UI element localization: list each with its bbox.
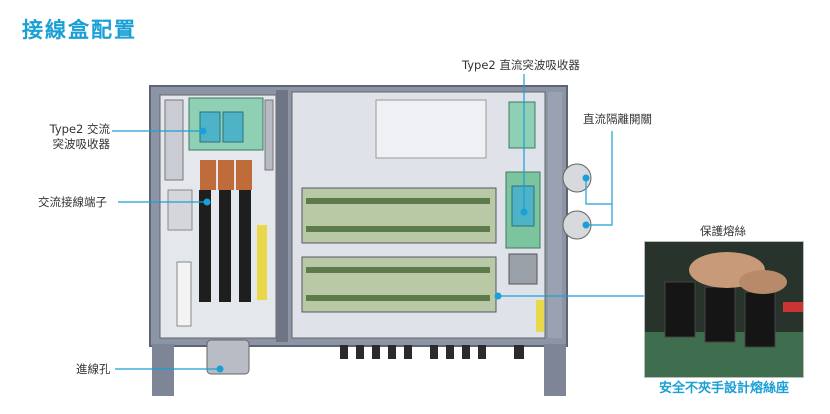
cabinet-foot-left xyxy=(152,344,174,396)
fuse-label: 保護熔絲 xyxy=(700,224,746,238)
fuse-holder-illustration xyxy=(645,242,803,377)
ac-cable-3 xyxy=(239,190,251,302)
fuse-holder-photo xyxy=(644,241,804,378)
ac-cable-1 xyxy=(199,190,211,302)
page-title: 接線盒配置 xyxy=(22,18,137,42)
ac-spd-label-line1: Type2 交流 xyxy=(49,122,110,136)
dc-spd-module xyxy=(511,185,535,227)
ac-spd-module-2 xyxy=(222,111,244,143)
fuse-caption: 安全不夾手設計熔絲座 xyxy=(658,381,789,396)
dc-switch-knob-1 xyxy=(562,163,592,193)
dc-spd-label: Type2 直流突波吸收器 xyxy=(462,58,580,72)
ac-spd-label: Type2 交流 突波吸收器 xyxy=(30,122,110,152)
cable-gland xyxy=(206,339,250,375)
ac-spd-label-line2: 突波吸收器 xyxy=(52,137,111,151)
ac-terminal-label: 交流接線端子 xyxy=(38,195,107,209)
dc-pe-cable xyxy=(536,300,544,332)
dc-contactor xyxy=(508,253,538,285)
dc-terminal-blocks xyxy=(306,198,490,301)
cabinet-hinge xyxy=(548,92,562,338)
ac-rail xyxy=(264,99,274,171)
ac-spd-module-1 xyxy=(199,111,221,143)
dc-switch-label: 直流隔離開關 xyxy=(583,112,652,126)
dc-input-connectors xyxy=(340,345,524,359)
dc-spd-board xyxy=(508,101,536,149)
callout-lines xyxy=(112,74,644,370)
cable-entry-label: 進線孔 xyxy=(76,362,111,376)
callout-dots xyxy=(199,127,590,373)
dc-cover-plate xyxy=(375,99,487,159)
ac-terminal-copper-2 xyxy=(218,160,234,190)
ac-pe-cable xyxy=(257,225,267,300)
dc-terminal-row-1 xyxy=(301,187,497,244)
ac-terminal-copper-3 xyxy=(236,160,252,190)
cabinet-divider xyxy=(276,90,288,342)
cabinet-foot-right xyxy=(544,344,566,396)
ac-aux-block xyxy=(176,261,192,327)
dc-terminal-row-2 xyxy=(301,256,497,313)
ac-breaker xyxy=(167,189,193,231)
ac-cable-2 xyxy=(219,190,231,302)
ac-relay xyxy=(164,99,184,181)
ac-terminal-copper-1 xyxy=(200,160,216,190)
